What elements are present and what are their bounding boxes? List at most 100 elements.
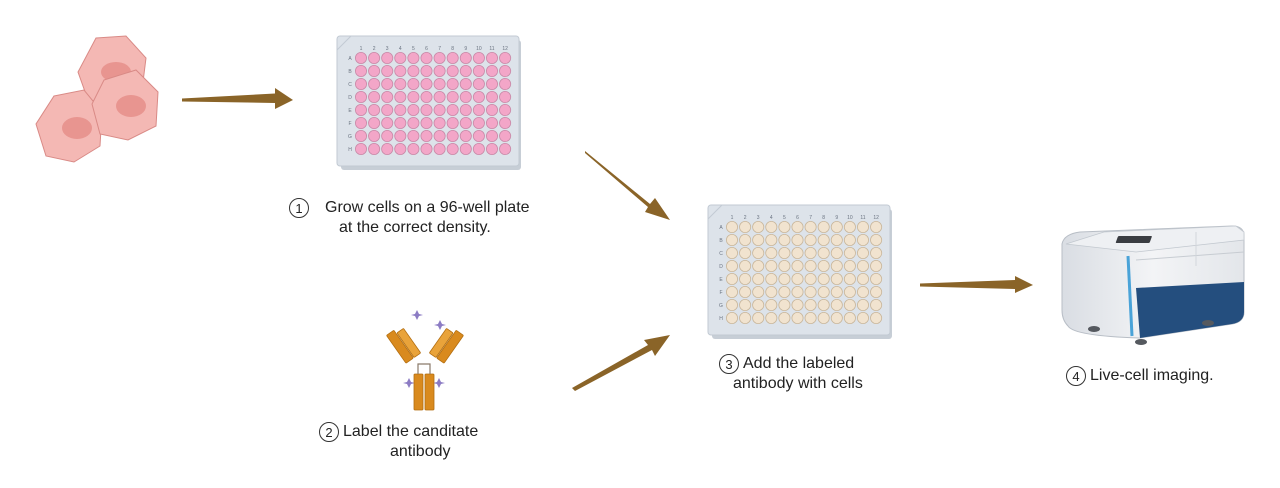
well <box>752 246 765 259</box>
well <box>433 52 446 65</box>
well <box>843 272 856 285</box>
plate-column-label: 3 <box>757 215 760 221</box>
well <box>368 65 381 78</box>
arrow-plate2-to-imager <box>920 276 1033 293</box>
well <box>765 259 778 272</box>
well <box>407 142 420 155</box>
well <box>791 285 804 298</box>
well <box>765 233 778 246</box>
well <box>394 52 407 65</box>
well <box>420 117 433 130</box>
well <box>433 78 446 91</box>
step-3-line-2: antibody with cells <box>733 375 863 392</box>
well <box>791 220 804 233</box>
plate-row-label: F <box>348 121 351 127</box>
well <box>791 272 804 285</box>
well <box>817 285 830 298</box>
well <box>752 298 765 311</box>
well <box>381 104 394 117</box>
well <box>830 246 843 259</box>
well <box>368 142 381 155</box>
well <box>791 233 804 246</box>
imager-foot <box>1088 326 1100 332</box>
well <box>857 233 870 246</box>
plate-column-label: 8 <box>822 215 825 221</box>
well <box>472 65 485 78</box>
plate-row-label: E <box>719 277 723 283</box>
plate-row-label: F <box>719 290 722 296</box>
well <box>857 246 870 259</box>
well <box>420 104 433 117</box>
well <box>830 220 843 233</box>
well <box>739 311 752 324</box>
well <box>446 104 459 117</box>
antibody-heavy-chain-right <box>424 373 435 411</box>
well <box>726 311 739 324</box>
well <box>870 298 883 311</box>
well <box>499 117 512 130</box>
well <box>394 142 407 155</box>
well <box>433 142 446 155</box>
well <box>459 65 472 78</box>
step-2-line-2: antibody <box>390 443 451 460</box>
well <box>499 65 512 78</box>
imager-lid <box>1065 225 1245 253</box>
plate-row-label: G <box>348 134 352 140</box>
well <box>817 233 830 246</box>
well <box>381 142 394 155</box>
plate-column-label: 6 <box>796 215 799 221</box>
well <box>739 285 752 298</box>
plate-column-label: 1 <box>731 215 734 221</box>
well <box>804 233 817 246</box>
step-number-badge: 1 <box>289 198 309 218</box>
well <box>368 129 381 142</box>
well <box>817 259 830 272</box>
well <box>472 78 485 91</box>
well <box>804 220 817 233</box>
well <box>739 272 752 285</box>
well <box>870 285 883 298</box>
well <box>485 104 498 117</box>
well <box>485 52 498 65</box>
well <box>394 104 407 117</box>
well <box>765 220 778 233</box>
imager-side-divider <box>1135 251 1245 261</box>
well <box>778 298 791 311</box>
plate-column-label: 6 <box>425 46 428 52</box>
plate-column-label: 7 <box>809 215 812 221</box>
well <box>752 285 765 298</box>
plate-row-label: A <box>348 56 352 62</box>
well <box>804 285 817 298</box>
well <box>817 298 830 311</box>
well <box>472 142 485 155</box>
well <box>778 311 791 324</box>
well <box>817 220 830 233</box>
well <box>381 129 394 142</box>
well <box>459 78 472 91</box>
well <box>778 259 791 272</box>
plate-column-label: 4 <box>770 215 773 221</box>
well <box>778 285 791 298</box>
well <box>857 220 870 233</box>
well <box>381 91 394 104</box>
well <box>791 298 804 311</box>
well <box>446 117 459 130</box>
well <box>739 220 752 233</box>
step-1-line-1: Grow cells on a 96-well plate <box>325 199 530 216</box>
well <box>830 311 843 324</box>
step-number-badge: 3 <box>719 354 739 374</box>
well <box>499 52 512 65</box>
step-2-line-1: Label the canditate <box>343 423 479 440</box>
well <box>459 117 472 130</box>
well <box>804 246 817 259</box>
well <box>870 259 883 272</box>
well <box>354 117 367 130</box>
well <box>843 311 856 324</box>
well <box>765 285 778 298</box>
plate-column-label: 9 <box>464 46 467 52</box>
well <box>726 259 739 272</box>
well <box>433 117 446 130</box>
well <box>765 272 778 285</box>
imager-foot <box>1135 339 1147 345</box>
